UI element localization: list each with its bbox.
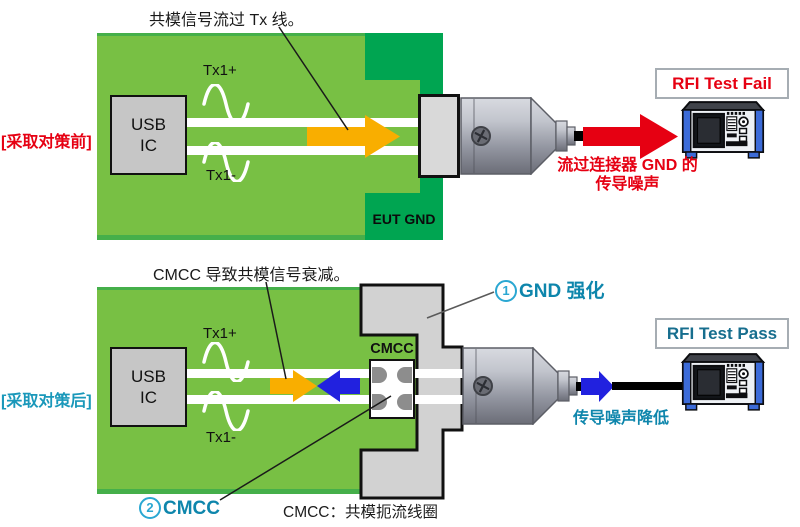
before-side-label: [采取对策前] — [1, 134, 92, 151]
usb-ic-label-line2: IC — [140, 388, 157, 407]
noise-caption-after: 传导噪声降低 — [572, 410, 669, 427]
after-side-label: [采取对策后] — [1, 393, 92, 410]
cmcc-pad — [372, 367, 387, 383]
callout-cmcc-text: CMCC — [163, 498, 220, 519]
noise-caption-line1: 流过连接器 GND 的 — [557, 157, 698, 174]
usb-ic-label-line1: USB — [131, 114, 166, 134]
sine-wave-icon — [202, 84, 250, 124]
tx-minus-label: Tx1- — [206, 429, 236, 446]
callout-gnd-text: GND 强化 — [519, 281, 605, 302]
reinforced-gnd-bracket — [359, 283, 464, 500]
rfi-test-result-badge: RFI Test Fail — [655, 68, 789, 99]
cmcc-pad — [397, 367, 412, 383]
eut-gnd-bottom-bar — [365, 193, 443, 240]
tx-plus-label: Tx1+ — [203, 325, 237, 342]
blocking-arrow-icon — [317, 370, 360, 402]
noise-caption-line2: 传导噪声 — [595, 176, 660, 194]
usb-ic-chip: USB IC — [110, 95, 187, 175]
reduced-noise-arrow-icon — [581, 371, 614, 402]
usb-ic-label-line2: IC — [140, 136, 157, 155]
cmcc-footnote: CMCC：共模扼流线圈 — [283, 504, 438, 521]
sine-wave-icon — [202, 342, 250, 382]
cmcc-pad — [397, 394, 412, 410]
tx-minus-label: Tx1- — [206, 167, 236, 184]
coax-cable — [612, 382, 686, 390]
eut-gnd-label: EUT GND — [372, 211, 436, 227]
after-annotation: CMCC 导致共模信号衰减。 — [153, 267, 350, 284]
tx-plus-label: Tx1+ — [203, 62, 237, 79]
tx-minus-trace — [187, 146, 420, 155]
common-mode-signal-arrow-icon — [307, 115, 400, 158]
sine-wave-icon — [202, 391, 250, 431]
cmcc-chip — [369, 359, 415, 419]
usb-ic-chip: USB IC — [110, 347, 187, 427]
tx-plus-trace — [187, 369, 466, 378]
coax-cable — [576, 382, 583, 391]
cmcc-chip-label: CMCC — [370, 341, 414, 357]
spectrum-analyzer-icon — [679, 353, 767, 412]
rfi-test-result-badge: RFI Test Pass — [655, 318, 789, 349]
connector-mount — [418, 94, 460, 178]
attenuated-signal-arrow-icon — [270, 370, 317, 402]
conducted-noise-arrow-icon — [583, 114, 678, 159]
usb-ic-label-line1: USB — [131, 366, 166, 386]
circled-2-icon: 2 — [139, 497, 161, 519]
before-annotation: 共模信号流过 Tx 线。 — [149, 12, 304, 29]
circled-1-icon: 1 — [495, 280, 517, 302]
noise-caption-before: 流过连接器 GND 的 传导噪声 — [540, 156, 715, 194]
cmcc-pad — [372, 394, 387, 410]
coax-cable — [574, 131, 585, 141]
spectrum-analyzer-icon — [679, 101, 767, 160]
